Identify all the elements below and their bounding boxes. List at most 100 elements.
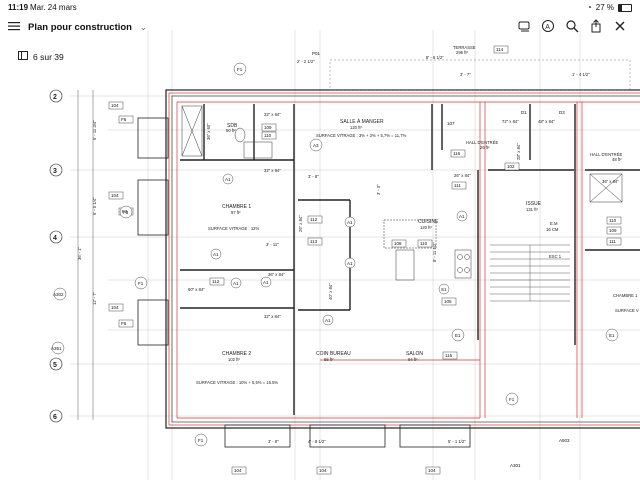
tag-111: 111 <box>454 183 461 188</box>
sidebar-pages-icon[interactable] <box>18 51 28 62</box>
door-size-5: 26" x 84" <box>298 215 303 232</box>
tag-105: 105 <box>444 299 452 304</box>
tag-114: 114 <box>496 47 504 52</box>
room-coin-bureau-area: 55 ft² <box>324 357 334 362</box>
room-hall-entree-2-area: 48 ft² <box>612 157 622 162</box>
status-right: ◔ 27 % <box>587 3 632 12</box>
tag-a1-f: A1 <box>325 318 331 323</box>
door-size-4: 36" x 84" <box>268 272 285 277</box>
room-chambre-1-right: CHAMBRE 1 <box>613 293 638 298</box>
dim-top-1: 2' - 2 1/2" <box>297 59 315 64</box>
grid-row-6: 6 <box>53 414 57 421</box>
tag-112-b: 112 <box>212 279 220 284</box>
room-hall-entree-2: HALL D'ENTRÉE <box>590 152 622 157</box>
door-size-12: 28" x 84" <box>516 143 521 160</box>
room-terrasse-area: 296 ft² <box>456 50 468 55</box>
tag-a351: A351 <box>51 346 62 351</box>
toolbar-right: A <box>514 16 630 36</box>
tag-104-a: 104 <box>111 103 119 108</box>
tag-111-b: 111 <box>609 239 616 244</box>
tag-110: 110 <box>264 133 272 138</box>
tag-a1-e: A1 <box>347 261 353 266</box>
room-salle-a-manger: SALLE À MANGER <box>340 118 384 125</box>
dim-top-3: 3' - 7" <box>460 72 471 77</box>
bay-windows <box>137 117 471 448</box>
floor-plan-drawing[interactable]: 2 3 4 5 6 6' - 11 3/4" 6' - 0 1/4" 36' -… <box>0 30 640 480</box>
list-icon[interactable] <box>8 18 20 36</box>
room-salon: SALON <box>406 351 423 357</box>
grid-row-2: 2 <box>53 94 57 101</box>
dim-left-3: 36' - 1" <box>77 246 82 260</box>
tag-110-b: 110 <box>420 241 428 246</box>
dim-int-2: 3' - 8" <box>308 174 319 179</box>
room-hall-entree-1-area: 26 ft² <box>480 145 490 150</box>
tag-f1-c: F1 <box>509 397 515 402</box>
document-title[interactable]: Plan pour construction <box>28 21 132 33</box>
tag-a1-h: A1 <box>263 280 269 285</box>
room-coin-bureau: COIN BUREAU <box>316 351 351 357</box>
room-issue: ISSUE <box>526 201 542 207</box>
room-chambre-1-vitrage: SURFACE VITRAGE : 12% <box>208 226 259 231</box>
dim-int-1: 3' - 11" <box>266 242 279 247</box>
dim-top-4: 1' - 4 1/2" <box>572 72 590 77</box>
stair-size: 16 CM <box>546 227 559 232</box>
battery-icon <box>618 3 632 12</box>
room-salle-a-manger-area: 120 ft² <box>350 125 362 130</box>
tag-104-f: 104 <box>428 468 436 473</box>
interior-walls <box>180 104 640 415</box>
stairs <box>490 244 570 302</box>
room-sdb: SDB <box>227 123 238 129</box>
room-chambre-2: CHAMBRE 2 <box>222 351 251 357</box>
stair-label: E.M <box>550 221 558 226</box>
room-chambre-2-area: 102 ft² <box>228 357 240 362</box>
tag-110-c: 110 <box>609 218 617 223</box>
room-salle-a-manger-vitrage: SURFACE VITRAGE : 3% + 3% + 5,7% = 11,7% <box>316 133 407 138</box>
fixtures <box>181 105 623 281</box>
tag-a1-c: A1 <box>233 281 239 286</box>
door-size-9: 26" x 84" <box>454 173 471 178</box>
dimension-lines-left <box>77 90 94 420</box>
close-icon[interactable] <box>610 16 630 36</box>
dim-left-1: 6' - 11 3/4" <box>92 120 97 140</box>
svg-text:A: A <box>545 24 550 31</box>
page-counter[interactable]: 6 sur 39 <box>18 51 64 62</box>
markup-pen-icon[interactable] <box>514 16 534 36</box>
tag-107: 107 <box>447 121 455 126</box>
tag-e1: E1 <box>455 333 461 338</box>
tag-a302: A302 <box>53 292 64 297</box>
tag-e1-b: E1 <box>609 333 615 338</box>
status-bar: 11:19 Mar. 24 mars ◔ 27 % <box>0 0 640 14</box>
dim-bottom-3: 5' - 1 1/2" <box>448 439 466 444</box>
tag-116: 116 <box>453 151 461 156</box>
tag-f1-d: F1 <box>198 438 204 443</box>
tag-shapes <box>51 45 622 475</box>
dim-int-4: 8' - 11 1/2" <box>432 242 437 262</box>
room-terrasse: TERRASSE <box>453 45 476 50</box>
door-size-3: 32" x 84" <box>264 314 281 319</box>
tag-109-b: 109 <box>609 228 617 233</box>
tag-109: 109 <box>264 125 272 130</box>
dim-left-4: 12' - 7" <box>92 291 97 305</box>
tag-a3: A3 <box>313 143 319 148</box>
door-size-2: 32" x 84" <box>264 168 281 173</box>
room-cuisine: CUISINE <box>418 219 439 225</box>
tag-f3-b: F3 <box>123 210 129 215</box>
tag-104-b: 104 <box>111 193 119 198</box>
dim-top-2: 8' - 6 1/2" <box>426 55 444 60</box>
tag-108: 108 <box>394 241 402 246</box>
tag-115: 115 <box>445 353 453 358</box>
search-icon[interactable] <box>562 16 582 36</box>
chevron-down-icon[interactable]: ⌄ <box>139 22 147 32</box>
door-size-7: 72" x 84" <box>502 119 519 124</box>
tag-labels: 104 F6 104 F3 104 F6 109 110 112 113 112… <box>51 47 617 473</box>
terrace-outline <box>329 59 631 91</box>
room-cuisine-area: 120 ft² <box>420 225 432 230</box>
status-battery-text: 27 % <box>595 3 614 12</box>
annotate-a-icon[interactable]: A <box>538 16 558 36</box>
tag-f6-b: F6 <box>121 321 127 326</box>
dim-int-3: 3' - 0" <box>376 184 381 195</box>
tag-a1-a: A1 <box>225 177 231 182</box>
share-icon[interactable] <box>586 16 606 36</box>
door-size-10: 36" x 60" <box>206 123 211 140</box>
dim-bottom-1: 3' - 8" <box>268 439 279 444</box>
